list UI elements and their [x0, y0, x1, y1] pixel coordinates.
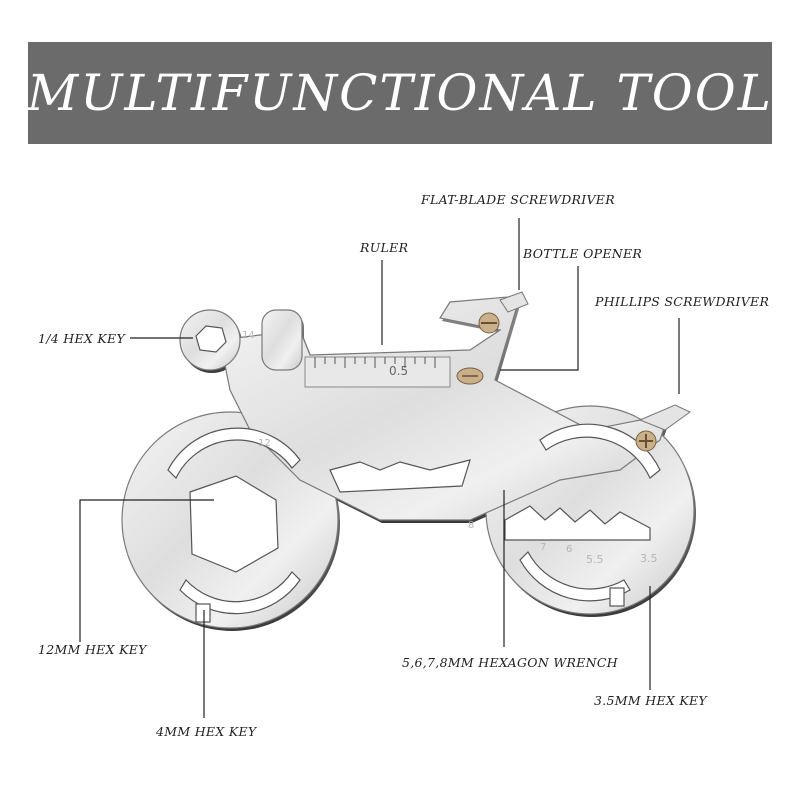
label-ruler: RULER [360, 240, 409, 255]
banner-title: MULTIFUNCTIONAL TOOL [27, 64, 773, 122]
marking-12: 12 [258, 438, 271, 449]
phillips-blade [638, 404, 691, 431]
flat-screw-head-icon [478, 312, 500, 334]
label-bottle-opener: BOTTLE OPENER [523, 246, 643, 261]
engravings: 14 12 0.5 8 7 6 5.5 3.5 [242, 330, 658, 566]
marking-5-5: 5.5 [586, 553, 604, 566]
marking-8: 8 [468, 520, 474, 531]
phillips-screw-head-icon [635, 430, 657, 452]
label-quarter-hex-key: 1/4 HEX KEY [38, 331, 126, 346]
label-3-5mm-hex-key: 3.5MM HEX KEY [594, 693, 707, 708]
label-flat-blade-screwdriver: FLAT-BLADE SCREWDRIVER [421, 192, 615, 207]
marking-14: 14 [242, 330, 255, 341]
marking-3-5: 3.5 [640, 552, 658, 565]
marking-6: 6 [566, 544, 572, 555]
ruler-scale [304, 356, 451, 388]
ruler-mark: 0.5 [389, 364, 408, 378]
title-banner: MULTIFUNCTIONAL TOOL [27, 42, 773, 144]
marking-7: 7 [540, 542, 546, 553]
label-hexagon-wrench: 5,6,7,8MM HEXAGON WRENCH [402, 655, 618, 670]
label-phillips-screwdriver: PHILLIPS SCREWDRIVER [595, 294, 770, 309]
label-12mm-hex-key: 12MM HEX KEY [38, 642, 147, 657]
bottle-opener-head-icon [456, 367, 484, 385]
label-4mm-hex-key: 4MM HEX KEY [156, 724, 257, 739]
